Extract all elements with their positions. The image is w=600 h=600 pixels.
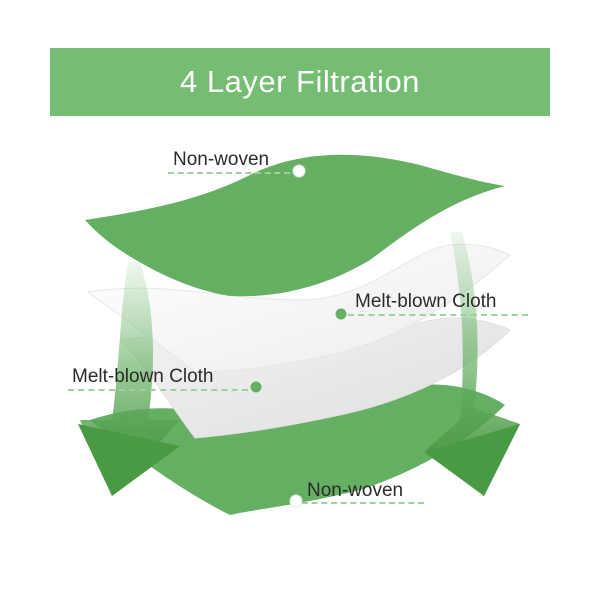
right-down-arrow-icon: [424, 232, 520, 496]
left-down-arrow-icon: [78, 262, 180, 496]
page-title: 4 Layer Filtration: [180, 64, 420, 99]
label-meltblown-upper: Melt-blown Cloth: [355, 291, 497, 312]
leader-line-2: [348, 314, 528, 316]
marker-dot-4: [289, 494, 303, 508]
marker-dot-1: [292, 164, 306, 178]
leader-line-1: [168, 172, 290, 174]
label-meltblown-lower: Melt-blown Cloth: [72, 366, 214, 387]
marker-dot-2: [335, 308, 347, 320]
leader-line-4: [302, 502, 424, 504]
layer-upper-meltblown: [86, 243, 511, 373]
layer-top-nonwoven: [85, 154, 505, 297]
title-banner: 4 Layer Filtration: [50, 48, 550, 116]
marker-dot-3: [250, 381, 262, 393]
leader-line-3: [68, 389, 248, 391]
label-nonwoven-bottom: Non-woven: [307, 480, 404, 501]
label-nonwoven-top: Non-woven: [173, 149, 270, 170]
